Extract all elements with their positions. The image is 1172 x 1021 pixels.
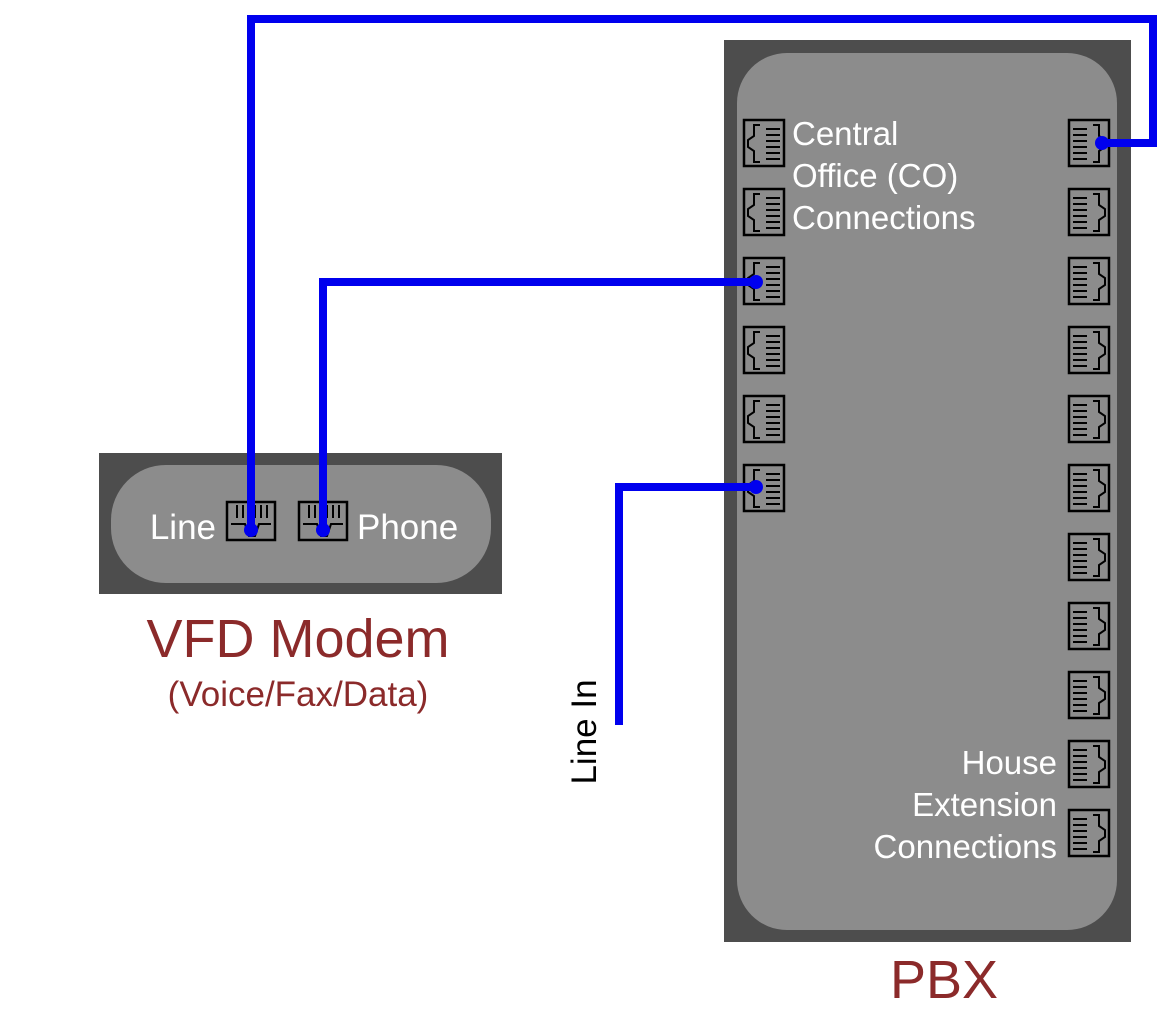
wire-endpoints [244,136,1109,537]
wire-endpoint-dot [1095,136,1109,150]
modem-title: VFD Modem [146,609,449,669]
extension-jack-group [1067,118,1111,858]
pbx-inner-panel [737,53,1117,930]
co-jack [742,394,786,444]
extension-jack [1067,739,1111,789]
wires [247,15,1157,725]
pbx-title: PBX [890,950,998,1010]
modem-subtitle: (Voice/Fax/Data) [168,675,429,714]
extension-jack [1067,394,1111,444]
wire-line-in-to-pbx-co [615,483,756,725]
extension-jack [1067,187,1111,237]
wire-endpoint-dot [244,523,258,537]
co-jack [742,325,786,375]
extension-jack [1067,808,1111,858]
wire-endpoint-dot [749,480,763,494]
co-label-line-2: Office (CO) [792,157,958,194]
co-jack [742,187,786,237]
co-label-line-3: Connections [792,199,975,236]
line-in-label: Line In [565,679,604,784]
extension-jack [1067,601,1111,651]
modem-line-label: Line [150,508,216,547]
extension-label-line-1: House [962,744,1057,781]
pbx: Central Office (CO) Connections House Ex… [724,40,1131,1010]
wire-endpoint-dot [749,275,763,289]
modem-phone-label: Phone [357,508,458,547]
wire-modem-line-to-pbx-extension [247,15,1157,530]
extension-jack [1067,532,1111,582]
co-label-line-1: Central [792,115,898,152]
extension-jack [1067,256,1111,306]
extension-label-line-2: Extension [912,786,1057,823]
extension-jack [1067,670,1111,720]
extension-jack [1067,325,1111,375]
extension-label-line-3: Connections [874,828,1057,865]
wire-modem-phone-to-pbx-co [319,278,756,530]
co-jack [742,118,786,168]
extension-jack [1067,463,1111,513]
wire-endpoint-dot [316,523,330,537]
vfd-modem: Line Phone VFD Modem (Voice/Fax/Data) [99,453,502,714]
